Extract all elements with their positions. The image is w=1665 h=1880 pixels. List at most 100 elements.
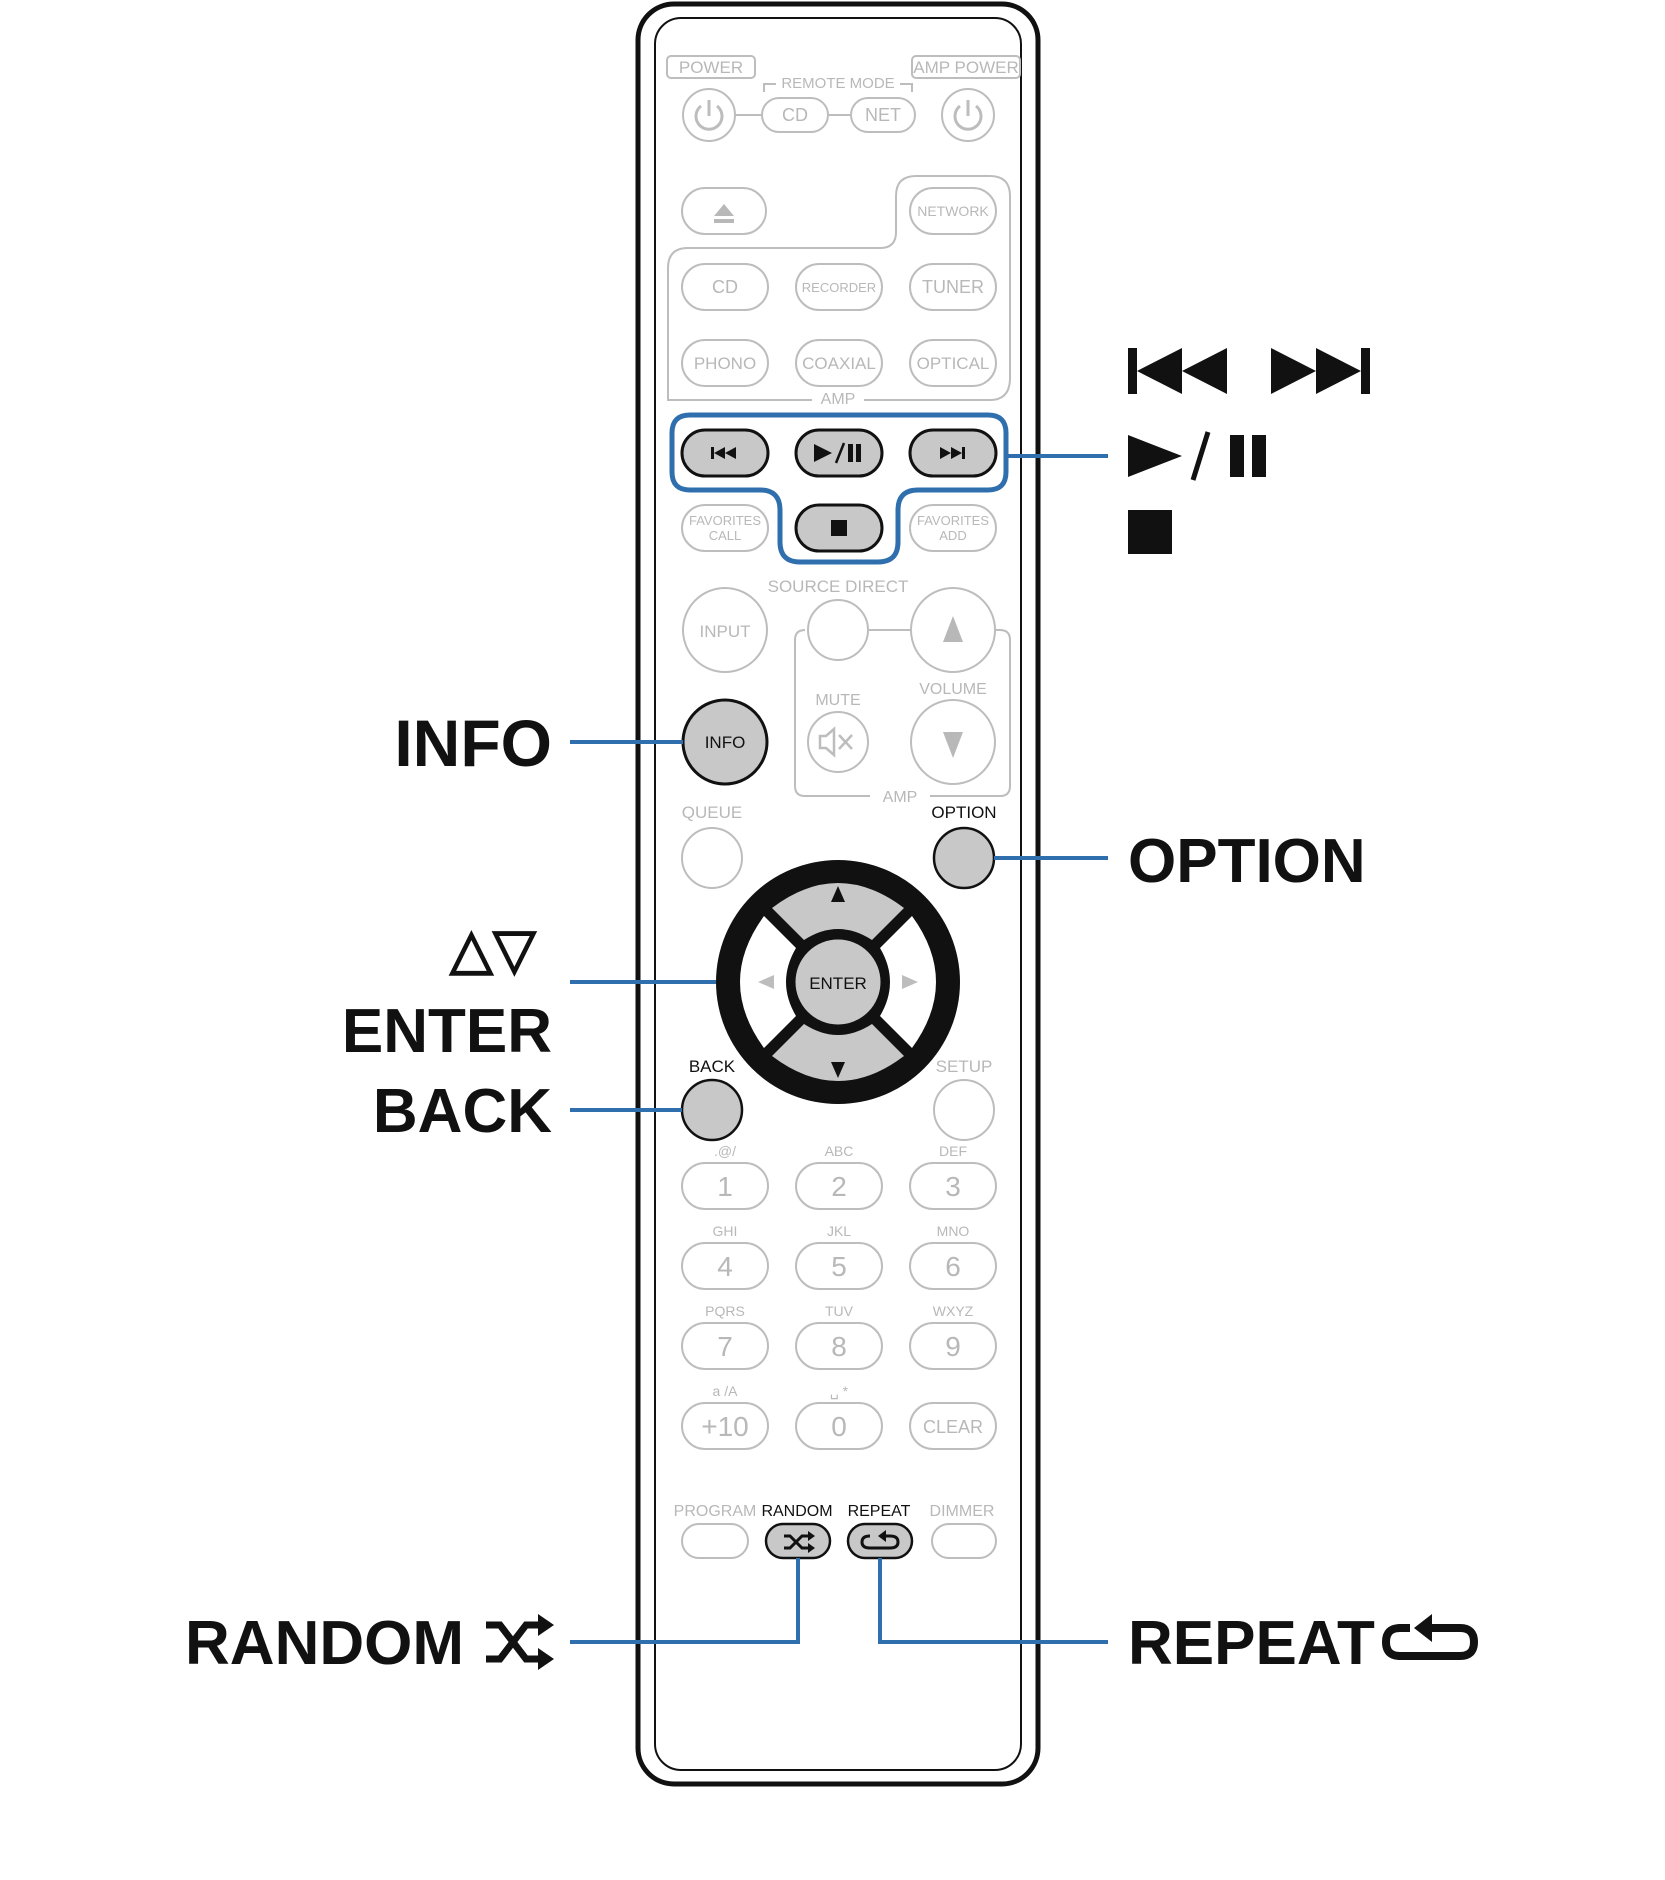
enter-button[interactable] [792, 936, 884, 1028]
network-button[interactable] [909, 187, 997, 235]
dimmer-label: DIMMER [930, 1503, 995, 1520]
keypad-sub-label: PQRS [705, 1303, 745, 1319]
keypad-button-clear[interactable] [909, 1402, 997, 1450]
phono-button[interactable] [681, 339, 769, 387]
optical-button[interactable] [909, 339, 997, 387]
stop-icon [831, 520, 847, 536]
amp-power-label-box [911, 55, 1021, 79]
back-button[interactable] [680, 1078, 744, 1142]
middle-section: SOURCE DIRECT INPUT MUTE VOLUME INFO AMP… [680, 577, 1011, 1142]
volume-down-icon [943, 732, 963, 758]
keypad-sub-label: TUV [825, 1303, 854, 1319]
stop-callout-icon [1128, 510, 1172, 554]
volume-up-icon [943, 616, 963, 642]
amp-group-outline [667, 175, 1011, 401]
input-label: INPUT [700, 622, 751, 641]
keypad-sub-label: GHI [713, 1223, 738, 1239]
cursor-down-icon [831, 1062, 845, 1078]
keypad-label: 5 [831, 1251, 847, 1282]
cursor-down-button[interactable] [772, 1024, 904, 1081]
keypad-label: +10 [701, 1411, 749, 1442]
cursor-up-icon [831, 886, 845, 902]
top-section: POWER AMP POWER REMOTE MODE CD NET [666, 55, 1021, 142]
cd-source-label: CD [712, 277, 738, 297]
network-label: NETWORK [917, 203, 989, 219]
option-callout: OPTION [1128, 827, 1366, 896]
recorder-button[interactable] [795, 263, 883, 311]
favorites-call-label-2: CALL [709, 528, 742, 543]
back-label: BACK [689, 1057, 736, 1076]
bottom-row: PROGRAM RANDOM REPEAT DIMMER [674, 1503, 997, 1560]
play-pause-icon [814, 442, 861, 464]
favorites-call-label-1: FAVORITES [689, 513, 761, 528]
keypad-label: 4 [717, 1251, 733, 1282]
setup-button[interactable] [933, 1079, 995, 1141]
enter-callout: ENTER [342, 997, 552, 1066]
keypad-sub-label: DEF [939, 1143, 967, 1159]
input-button[interactable] [682, 587, 768, 673]
favorites-add-label-1: FAVORITES [917, 513, 989, 528]
cursor-right-icon [902, 975, 918, 989]
callout-labels: INFO OPTION △▽ ENTER BACK RANDOM REPEAT [185, 348, 1479, 1678]
keypad-button-4[interactable] [681, 1242, 769, 1290]
amp-group-label: AMP [821, 391, 856, 408]
cursor-callout: △▽ [448, 917, 538, 980]
mute-button[interactable] [807, 711, 869, 773]
amp-volume-label: AMP [883, 789, 918, 806]
previous-track-icon [711, 447, 736, 459]
back-callout: BACK [373, 1077, 552, 1146]
remote-mode-net-button[interactable] [850, 97, 916, 133]
keypad-sub-label: ABC [825, 1143, 854, 1159]
tuner-button[interactable] [909, 263, 997, 311]
source-direct-button[interactable] [807, 599, 869, 661]
keypad-button-5[interactable] [795, 1242, 883, 1290]
number-keypad: .@/1ABC2DEF3GHI4JKL5MNO6PQRS7TUV8WXYZ9a … [681, 1143, 997, 1450]
option-button[interactable] [932, 826, 996, 890]
favorites-add-button[interactable] [909, 504, 997, 552]
keypad-button-9[interactable] [909, 1322, 997, 1370]
favorites-call-button[interactable] [681, 504, 769, 552]
power-icon [694, 100, 724, 131]
keypad-button-3[interactable] [909, 1162, 997, 1210]
mute-icon [818, 726, 853, 758]
power-label: POWER [679, 58, 743, 77]
queue-button[interactable] [681, 827, 743, 889]
remote-mode-net-label: NET [865, 105, 901, 125]
remote-mode-bracket [763, 83, 913, 92]
program-button[interactable] [681, 1523, 749, 1559]
cd-source-button[interactable] [681, 263, 769, 311]
keypad-label: 7 [717, 1331, 733, 1362]
repeat-icon [860, 1530, 900, 1550]
keypad-label: 8 [831, 1331, 847, 1362]
remote-mode-label: REMOTE MODE [781, 75, 894, 92]
keypad-label: 3 [945, 1171, 961, 1202]
setup-label: SETUP [936, 1057, 993, 1076]
keypad-button-0[interactable] [795, 1402, 883, 1450]
repeat-callout: REPEAT [1128, 1609, 1375, 1678]
keypad-sub-label: ␣ * [830, 1383, 849, 1400]
keypad-button-6[interactable] [909, 1242, 997, 1290]
playback-highlight-outline [669, 412, 1009, 565]
repeat-label: REPEAT [848, 1503, 911, 1520]
keypad-label: 9 [945, 1331, 961, 1362]
keypad-button-8[interactable] [795, 1322, 883, 1370]
power-label-box [666, 55, 756, 79]
dimmer-button[interactable] [931, 1523, 997, 1559]
source-section: NETWORK CD RECORDER TUNER PHONO COAXIAL … [667, 175, 1011, 408]
repeat-button[interactable] [846, 1522, 914, 1560]
cursor-up-button[interactable] [772, 883, 904, 940]
random-callout-icon [486, 1614, 554, 1670]
keypad-button-7[interactable] [681, 1322, 769, 1370]
amp-power-label: AMP POWER [913, 58, 1018, 77]
coaxial-button[interactable] [795, 339, 883, 387]
info-callout: INFO [394, 706, 552, 780]
keypad-button-plus10[interactable] [681, 1402, 769, 1450]
program-label: PROGRAM [674, 1503, 757, 1520]
keypad-label: 1 [717, 1171, 733, 1202]
repeat-callout-icon [1381, 1614, 1479, 1660]
amp-volume-outline [794, 629, 1011, 797]
keypad-label: 6 [945, 1251, 961, 1282]
keypad-button-1[interactable] [681, 1162, 769, 1210]
tuner-label: TUNER [922, 277, 984, 297]
keypad-button-2[interactable] [795, 1162, 883, 1210]
